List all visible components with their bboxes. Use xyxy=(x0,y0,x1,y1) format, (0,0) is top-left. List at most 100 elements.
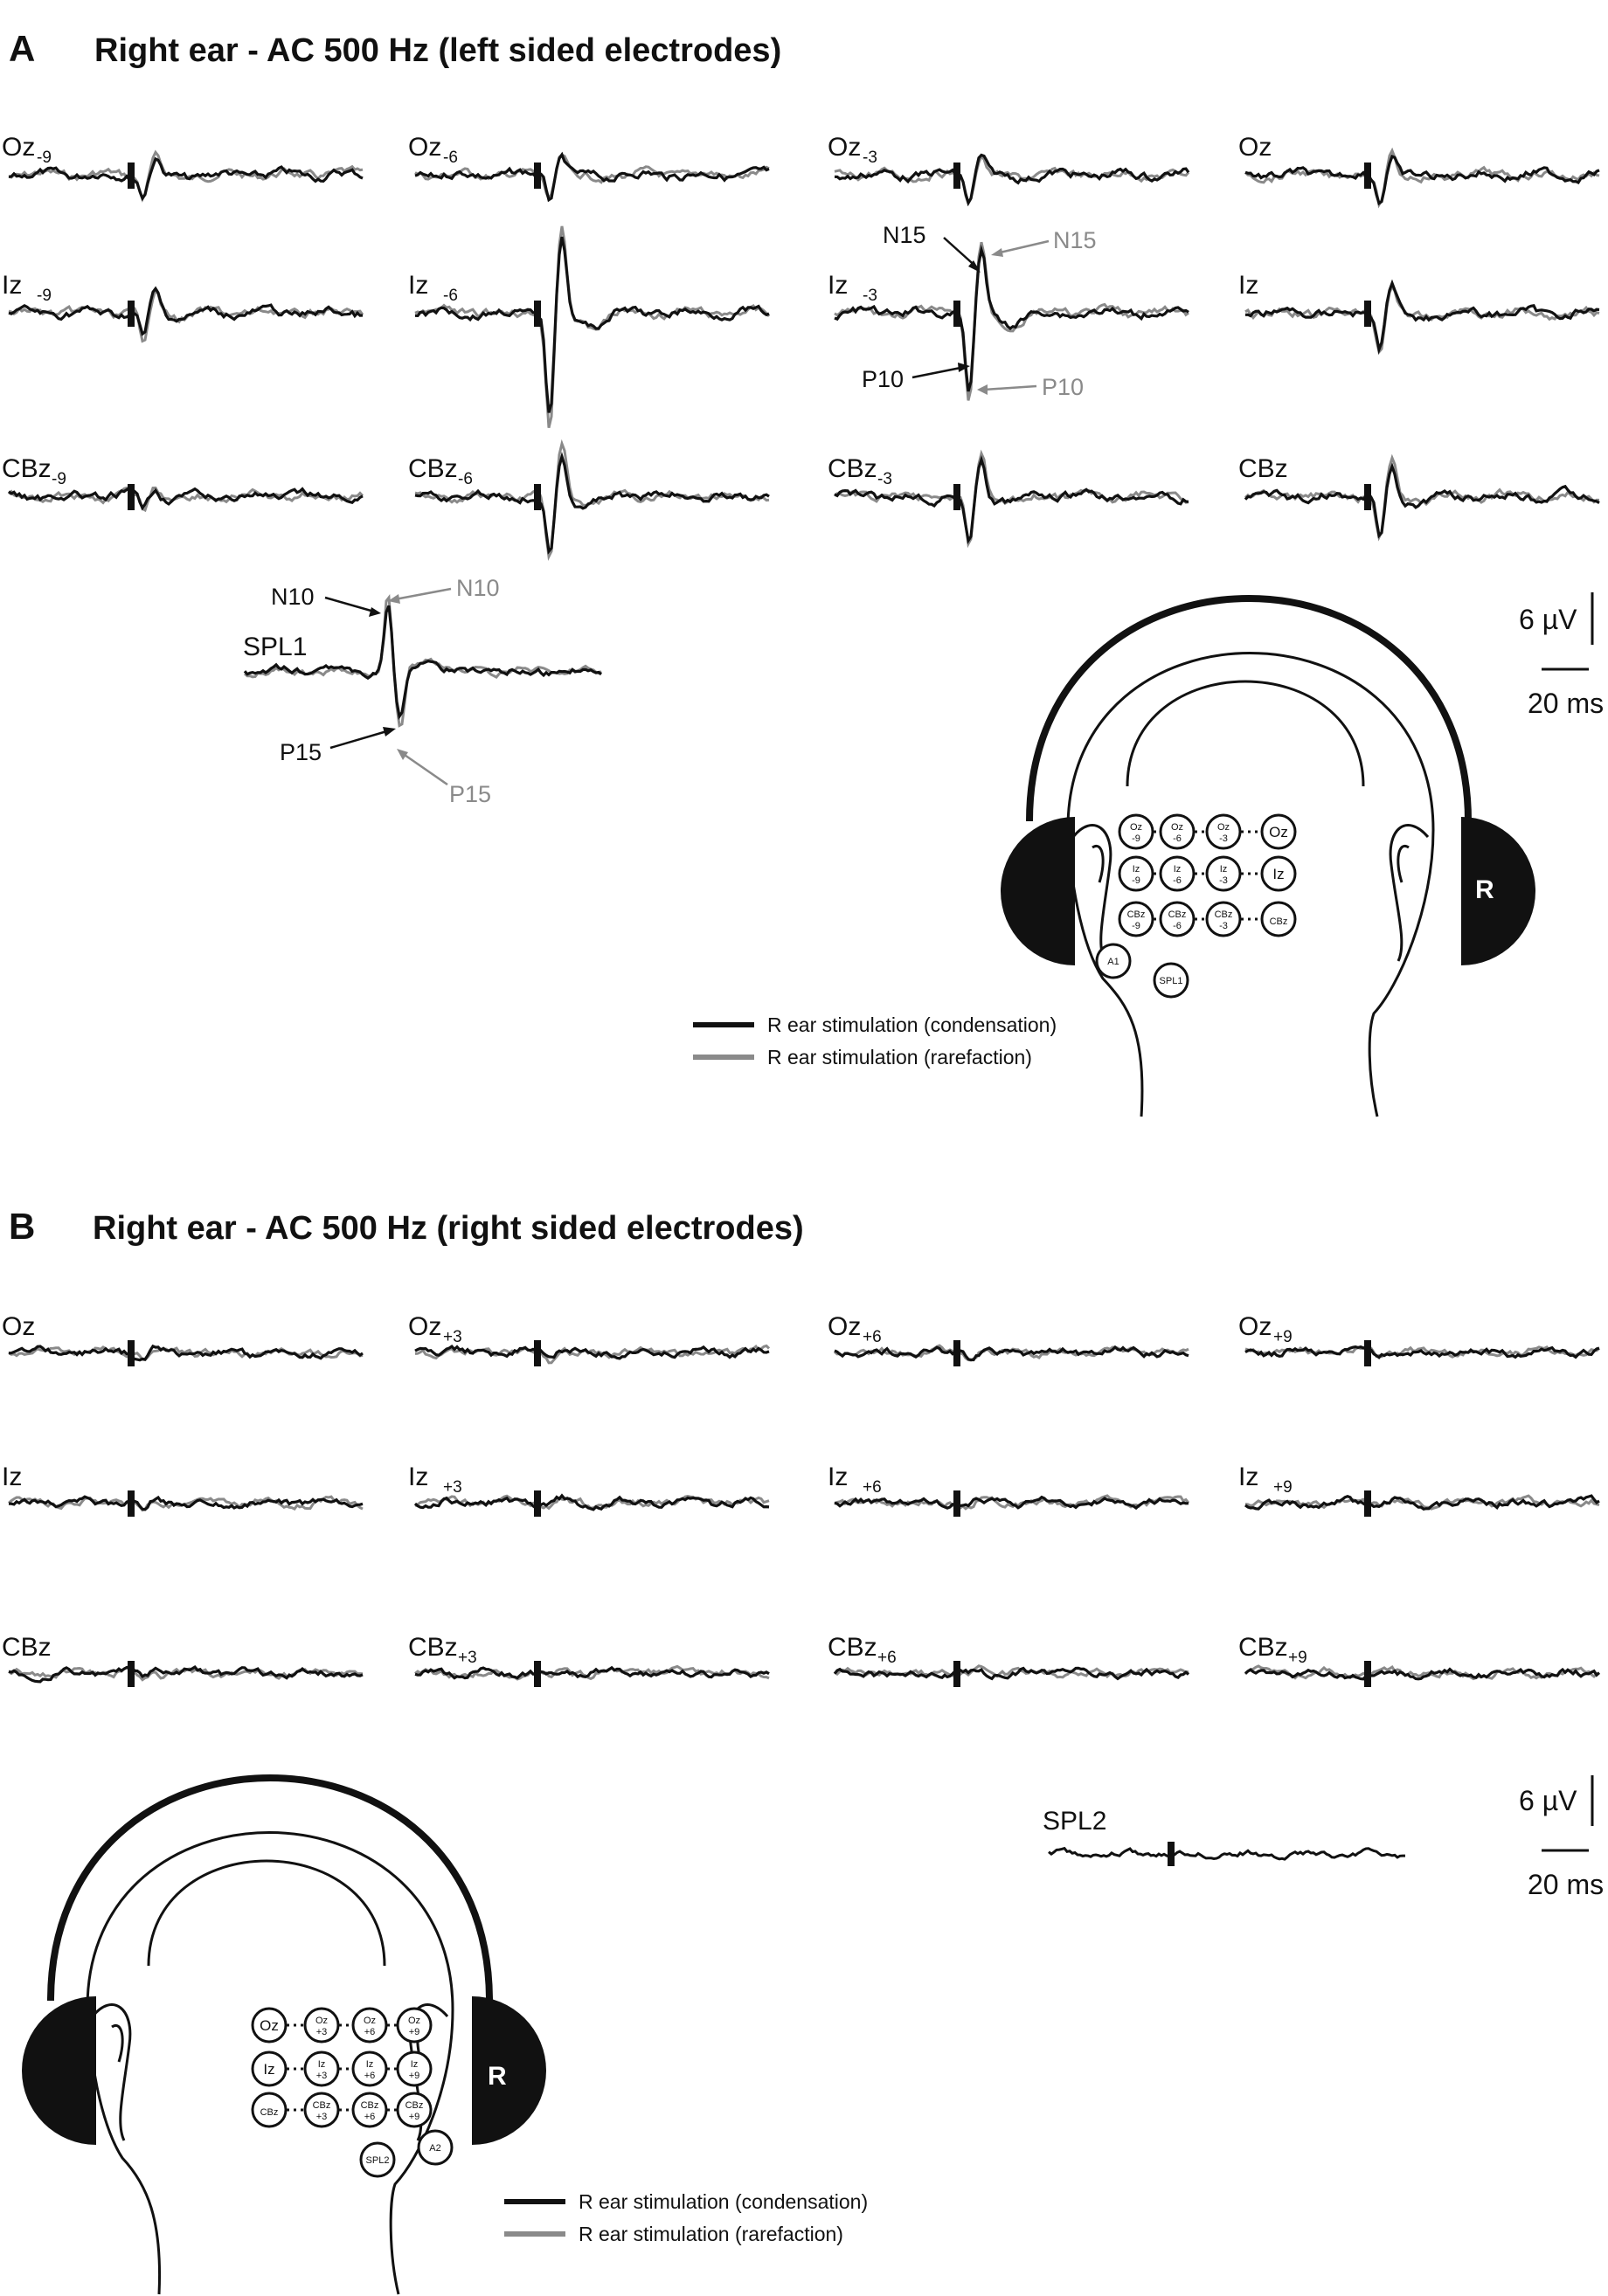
channel-label-iz0: Iz xyxy=(2,1463,22,1491)
electrode-name: Oz xyxy=(1217,822,1230,833)
spl1-trace xyxy=(243,593,602,728)
trace-condensation xyxy=(1244,462,1600,539)
p10-gray-arrowhead xyxy=(977,384,988,395)
n15-gray-arrowhead xyxy=(991,248,1003,257)
channel-sub-label: +9 xyxy=(1273,1478,1293,1497)
stimulus-artifact xyxy=(128,484,135,510)
electrode-iz+3 xyxy=(303,2050,340,2087)
electrode-oz-3 xyxy=(1205,813,1242,850)
trace-condensation xyxy=(834,454,1189,544)
spl2-trace-condensation xyxy=(1048,1846,1405,1861)
electrode-offset: -3 xyxy=(1219,875,1228,886)
electrode-name: Iz xyxy=(1174,864,1182,875)
trace-rarefaction xyxy=(7,486,364,513)
channel-label-izm3: Iz xyxy=(828,271,848,300)
electrode-name: Oz xyxy=(1171,822,1183,833)
electrode-name: Iz xyxy=(411,2059,419,2070)
spl2-trace xyxy=(1048,1842,1405,1866)
left-ear-inner xyxy=(1092,844,1105,883)
electrode-offset: -3 xyxy=(1219,833,1228,844)
left-ear-b xyxy=(91,2003,132,2141)
electrode-a2 xyxy=(417,2129,454,2166)
n10-gray-arrowhead xyxy=(388,594,400,604)
electrode-cbz+3 xyxy=(303,2092,340,2128)
n10-black-arrowhead xyxy=(369,607,381,617)
panel-a-title: Right ear - AC 500 Hz (left sided electr… xyxy=(94,32,781,69)
channel-label-izp3: Iz xyxy=(408,1463,428,1491)
channel-label-cbzp9: CBz xyxy=(1238,1633,1288,1662)
electrode-iz+9 xyxy=(396,2050,433,2087)
electrode-name: Oz xyxy=(408,2016,420,2026)
electrode-oz-9 xyxy=(1118,813,1154,850)
electrode-iz-9 xyxy=(1118,855,1154,892)
electrode-iz xyxy=(251,2050,288,2087)
right-headphone-cup-b xyxy=(472,1996,546,2145)
n10-black-label: N10 xyxy=(271,584,315,610)
stimulus-artifact xyxy=(1364,1661,1371,1687)
panel-a-letter: A xyxy=(9,28,35,69)
trace-rarefaction xyxy=(7,1495,364,1512)
channel-label-iz0: Iz xyxy=(1238,271,1258,300)
stimulus-artifact xyxy=(534,1340,541,1366)
electrode-name: A1 xyxy=(1107,957,1119,967)
left-headphone-cup-b xyxy=(22,1996,96,2145)
right-cup-label-b: R xyxy=(488,2062,507,2091)
trace-rarefaction xyxy=(1244,147,1600,209)
electrode-a1 xyxy=(1095,943,1132,979)
stimulus-artifact xyxy=(534,1490,541,1517)
p10-black-arrowhead xyxy=(958,363,970,372)
electrode-oz+9 xyxy=(396,2007,433,2044)
electrode-cbz-6 xyxy=(1159,901,1196,937)
iz-3-peak-annotations: N15 N15 P10 P10 xyxy=(862,222,1097,400)
electrode-offset: -3 xyxy=(1219,921,1228,931)
stimulus-artifact xyxy=(953,484,960,510)
stimulus-artifact xyxy=(534,484,541,510)
trace-condensation xyxy=(8,1495,364,1511)
trace-condensation xyxy=(1244,1494,1600,1511)
head-inner-line xyxy=(1126,680,1365,787)
n15-black-arrowhead xyxy=(968,260,981,273)
spl2-label: SPL2 xyxy=(1043,1807,1106,1836)
channel-sub-label: -6 xyxy=(443,287,458,305)
channel-sub-label: +6 xyxy=(877,1649,897,1667)
stimulus-artifact xyxy=(128,1661,135,1687)
channel-label-cbz0: CBz xyxy=(2,1633,52,1662)
panel-a-legend: R ear stimulation (condensation) R ear s… xyxy=(693,1013,1057,1068)
electrode-cbz+6 xyxy=(351,2092,388,2128)
trace-condensation xyxy=(1244,279,1600,355)
channel-sub-label: -9 xyxy=(37,149,52,167)
channel-sub-label: +3 xyxy=(443,1478,462,1497)
electrode-name: CBz xyxy=(260,2107,279,2118)
electrode-offset: +6 xyxy=(364,2071,376,2081)
panel-a-traces xyxy=(7,147,1600,562)
channel-sub-label: -3 xyxy=(863,149,877,167)
n10-gray-label: N10 xyxy=(456,575,500,601)
panel-b-time-label: 20 ms xyxy=(1528,1869,1604,1900)
stimulus-artifact xyxy=(128,301,135,327)
electrode-offset: +9 xyxy=(409,2027,420,2037)
electrode-offset: -9 xyxy=(1132,921,1140,931)
electrode-cbz-9 xyxy=(1118,901,1154,937)
channel-label-ozm9: Oz xyxy=(2,133,35,162)
trace-condensation xyxy=(8,1665,364,1684)
headphone-band xyxy=(1026,595,1472,822)
electrode-name: Oz xyxy=(260,2017,279,2034)
electrode-name: CBz xyxy=(1270,916,1288,927)
trace-condensation xyxy=(1244,1667,1601,1681)
panel-a-scale-bar: 6 µV 20 ms xyxy=(1519,592,1604,719)
stimulus-artifact xyxy=(128,1340,135,1366)
electrode-name: Iz xyxy=(1133,864,1140,875)
electrode-name: SPL2 xyxy=(366,2155,390,2166)
trace-condensation xyxy=(8,1344,364,1362)
channel-sub-label: +6 xyxy=(863,1478,882,1497)
electrode-name: Oz xyxy=(1269,824,1288,840)
electrode-offset: +3 xyxy=(316,2027,328,2037)
channel-label-izp9: Iz xyxy=(1238,1463,1258,1491)
channel-label-ozp9: Oz xyxy=(1238,1312,1272,1341)
electrode-cbz-3 xyxy=(1205,901,1242,937)
trace-rarefaction xyxy=(414,1664,770,1681)
